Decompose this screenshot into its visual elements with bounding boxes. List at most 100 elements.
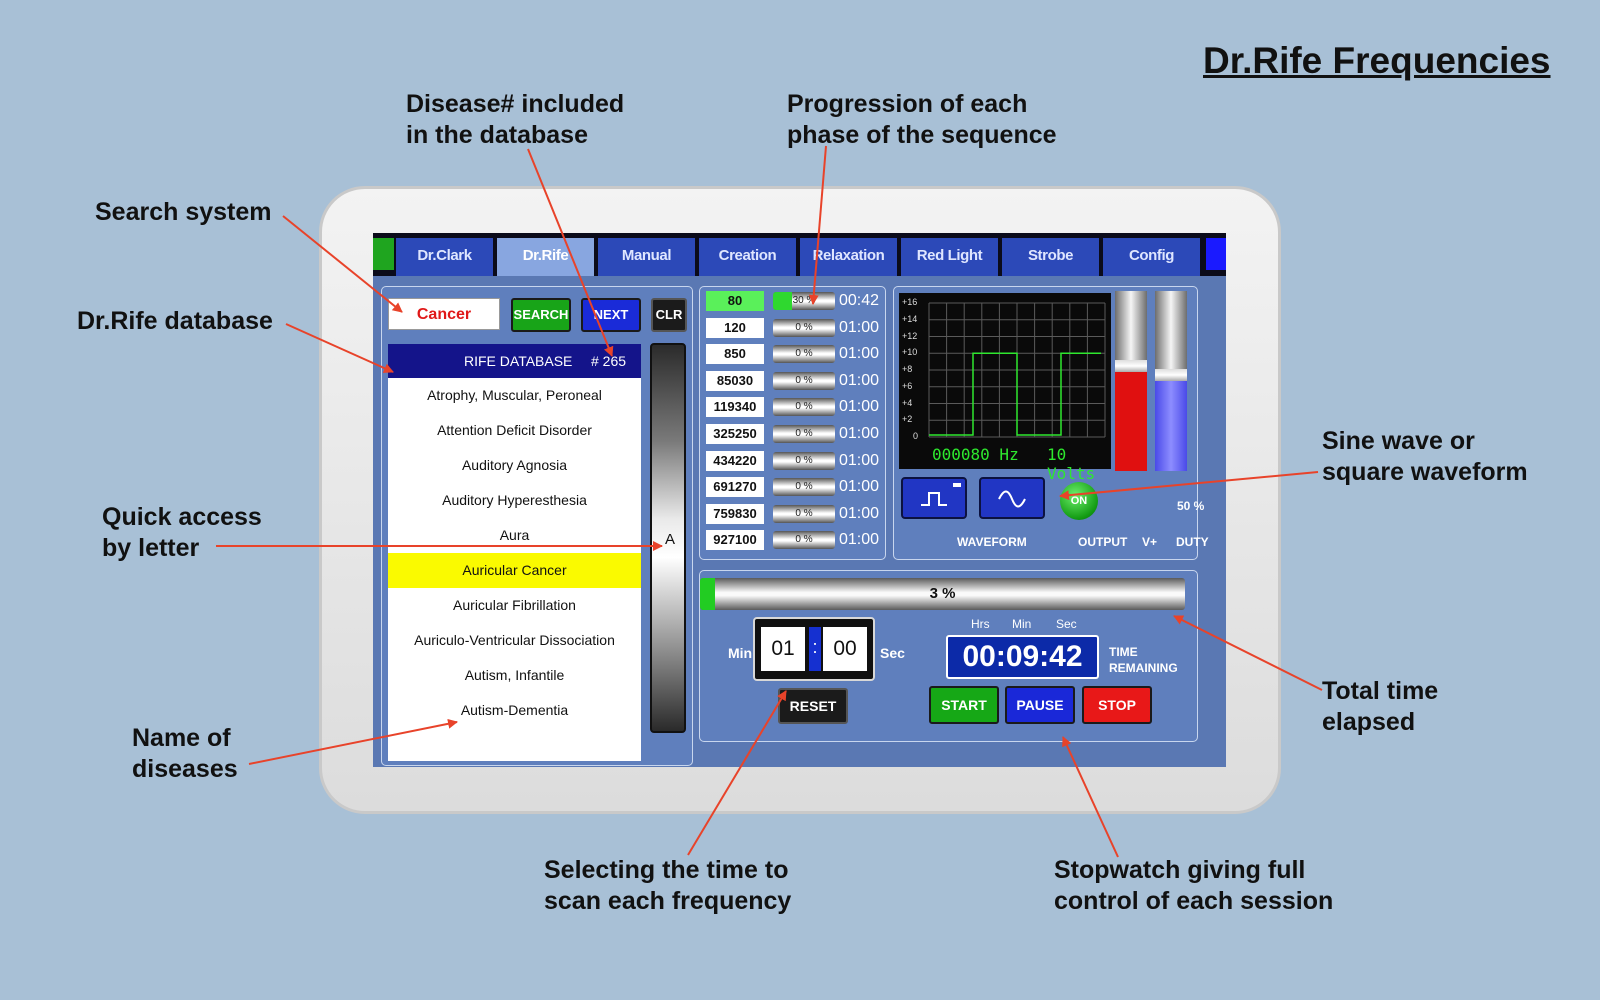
- axis-tick-label: +8: [902, 364, 913, 374]
- tab-red-light[interactable]: Red Light: [901, 238, 998, 276]
- annotation-line: Selecting the time to: [544, 856, 789, 884]
- annotation-line: by letter: [102, 534, 200, 562]
- output-label: OUTPUT: [1078, 535, 1128, 549]
- time-separator: :: [809, 627, 821, 671]
- app-screen: Dr.Clark Dr.Rife Manual Creation Relaxat…: [373, 233, 1226, 767]
- axis-tick-label: +2: [902, 414, 913, 425]
- disease-item[interactable]: Auriculo-Ventricular Dissociation: [414, 632, 615, 648]
- phase-time: 01:00: [839, 451, 880, 469]
- tab-creation[interactable]: Creation: [699, 238, 796, 276]
- total-progress-fill: [700, 578, 715, 610]
- output-on-button[interactable]: ON: [1060, 482, 1098, 520]
- annotation-progression: Progression of each phase of the sequenc…: [787, 89, 1057, 151]
- annotation-search-system: Search system: [95, 197, 272, 228]
- start-button[interactable]: START: [929, 686, 999, 724]
- search-input[interactable]: Cancer: [388, 298, 500, 330]
- axis-tick-label: +10: [902, 347, 918, 358]
- disease-item[interactable]: Aura: [499, 527, 530, 543]
- database-title: RIFE DATABASE: [464, 353, 573, 369]
- phase-progress-bar: 0 %: [773, 345, 835, 364]
- tab-bar-edge-green: [373, 238, 394, 270]
- annotation-waveform: Sine wave or square waveform: [1322, 426, 1528, 488]
- reset-button[interactable]: RESET: [778, 688, 848, 724]
- step-seconds[interactable]: 00: [823, 627, 867, 671]
- frequency-value: 434220: [706, 450, 764, 471]
- tab-bar-edge-blue: [1206, 238, 1226, 270]
- pause-button[interactable]: PAUSE: [1005, 686, 1075, 724]
- square-wave-button[interactable]: [901, 477, 967, 519]
- phase-time: 01:00: [839, 531, 880, 549]
- disease-item[interactable]: Atrophy, Muscular, Peroneal: [427, 387, 602, 403]
- frequency-value: 80: [706, 291, 764, 311]
- disease-item[interactable]: Attention Deficit Disorder: [437, 422, 592, 438]
- frequency-value: 759830: [706, 503, 764, 524]
- tab-dr-clark[interactable]: Dr.Clark: [396, 238, 493, 276]
- phase-progress-bar: 0 %: [773, 425, 835, 443]
- alphabet-scroll-bar[interactable]: A: [650, 343, 686, 733]
- minutes-label: Min: [1012, 617, 1032, 631]
- disease-item[interactable]: Auditory Hyperesthesia: [442, 492, 587, 508]
- annotation-total-time: Total time elapsed: [1322, 676, 1438, 738]
- phase-progress-label: 0 %: [795, 534, 813, 546]
- disease-item[interactable]: Auricular Fibrillation: [453, 597, 576, 613]
- frequency-value: 85030: [706, 370, 764, 391]
- duty-level-slider[interactable]: [1155, 291, 1187, 471]
- page-title: Dr.Rife Frequencies: [1203, 40, 1551, 81]
- tab-manual[interactable]: Manual: [598, 238, 695, 276]
- voltage-readout: 10 Volts: [1047, 445, 1096, 483]
- alphabet-letter: A: [665, 531, 676, 548]
- phase-progress-fill: [773, 292, 792, 310]
- phase-progress-bar: 0 %: [773, 504, 835, 523]
- disease-item-selected[interactable]: Auricular Cancer: [388, 553, 641, 588]
- axis-tick-label: +12: [902, 330, 918, 341]
- phase-progress-label: 0 %: [795, 348, 813, 360]
- phase-time: 01:00: [839, 398, 880, 416]
- annotation-line: square waveform: [1322, 458, 1528, 486]
- disease-item[interactable]: Autism, Infantile: [464, 667, 565, 683]
- next-button[interactable]: NEXT: [581, 298, 641, 332]
- annotation-line: Disease# included: [406, 90, 625, 118]
- selected-indicator: [953, 483, 961, 487]
- tab-config[interactable]: Config: [1103, 238, 1200, 276]
- tab-strobe[interactable]: Strobe: [1002, 238, 1099, 276]
- annotation-line: Stopwatch giving full: [1054, 856, 1306, 884]
- tab-relaxation[interactable]: Relaxation: [800, 238, 897, 276]
- waveform-trace: [929, 352, 1101, 436]
- clear-button[interactable]: CLR: [651, 298, 687, 332]
- seconds-label: Sec: [1056, 617, 1077, 631]
- axis-tick-label: +14: [902, 313, 918, 324]
- phase-progress-bar: 30 %: [773, 292, 835, 310]
- annotation-text: Search system: [95, 198, 272, 226]
- oscilloscope-grid: [928, 302, 1106, 438]
- phase-time: 01:00: [839, 371, 880, 389]
- voltage-slider-knob[interactable]: [1115, 360, 1147, 372]
- phase-progress-label: 0 %: [795, 374, 813, 386]
- disease-item[interactable]: Autism-Dementia: [460, 702, 569, 718]
- vplus-label: V+: [1142, 535, 1158, 549]
- database-header: RIFE DATABASE # 265: [388, 344, 641, 378]
- axis-tick-label: +4: [902, 397, 913, 408]
- search-button[interactable]: SEARCH: [511, 298, 571, 332]
- voltage-level-slider[interactable]: [1115, 291, 1147, 471]
- annotation-line: Quick access: [102, 503, 262, 531]
- annotation-quick-access: Quick access by letter: [102, 502, 262, 564]
- total-progress-label: 3 %: [929, 585, 956, 602]
- stopwatch-display: 00:09:42: [946, 635, 1099, 679]
- tab-dr-rife[interactable]: Dr.Rife: [497, 238, 594, 276]
- step-minutes[interactable]: 01: [761, 627, 805, 671]
- frequency-value: 850: [706, 344, 764, 365]
- database-count: # 265: [591, 353, 627, 369]
- annotation-line: Progression of each: [787, 90, 1028, 118]
- phase-progress-label: 0 %: [795, 454, 813, 466]
- total-progress-bar: 3 %: [700, 578, 1185, 610]
- duty-slider-knob[interactable]: [1155, 369, 1187, 381]
- disease-item[interactable]: Auditory Agnosia: [461, 457, 568, 473]
- square-wave-icon: [921, 492, 947, 506]
- disease-list: Atrophy, Muscular, Peroneal Attention De…: [388, 378, 641, 761]
- frequency-value: 120: [706, 317, 764, 338]
- sine-wave-button[interactable]: [979, 477, 1045, 519]
- stop-button[interactable]: STOP: [1082, 686, 1152, 724]
- axis-tick-label: +6: [902, 380, 913, 391]
- duty-value: 50 %: [1177, 499, 1205, 513]
